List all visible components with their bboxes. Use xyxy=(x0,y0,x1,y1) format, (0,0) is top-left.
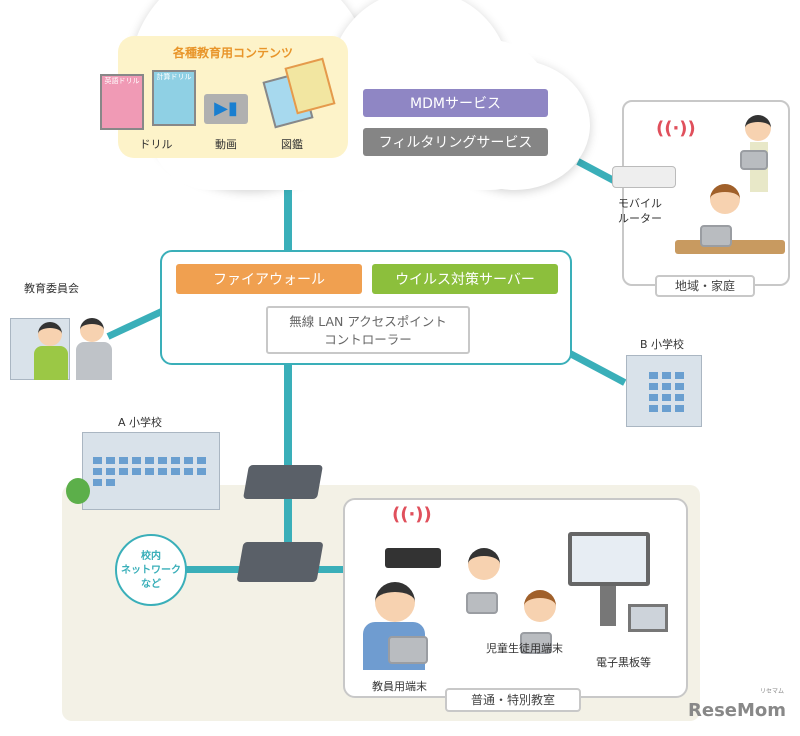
access-point-icon xyxy=(385,548,441,568)
lan-line3: など xyxy=(141,579,161,590)
staff-icon xyxy=(80,318,104,342)
antivirus-server: ウイルス対策サーバー xyxy=(372,264,558,294)
book-title: 英語ドリル xyxy=(104,77,140,85)
connector xyxy=(568,350,627,386)
resemom-logo: ReseMom xyxy=(688,700,786,722)
wifi-icon: ((·)) xyxy=(392,504,432,525)
wlc-line2: コントローラー xyxy=(324,332,412,347)
student-device-label: 児童生徒用端末 xyxy=(486,642,563,655)
network-switch-icon xyxy=(243,465,323,499)
tablet-icon xyxy=(700,225,732,247)
lan-circle: 校内 ネットワーク など xyxy=(115,534,187,606)
wifi-icon: ((·)) xyxy=(656,118,696,139)
staff-body xyxy=(76,342,112,380)
blackboard-label: 電子黒板等 xyxy=(596,656,651,669)
wlan-controller: 無線 LAN アクセスポイント コントローラー xyxy=(266,306,470,354)
wlc-line1: 無線 LAN アクセスポイント xyxy=(289,314,447,329)
drill-book-icon: 計算ドリル xyxy=(152,70,196,126)
router-line2: ルーター xyxy=(618,212,662,225)
connector xyxy=(106,307,164,340)
mobile-router-icon xyxy=(612,166,676,188)
teacher-icon xyxy=(375,582,415,622)
school-a-label: A 小学校 xyxy=(118,416,163,429)
item-drill: ドリル xyxy=(139,138,173,151)
teacher-device-label: 教員用端末 xyxy=(372,680,427,693)
lan-line2: ネットワーク xyxy=(121,565,181,576)
resemom-logo-sub: リセマム xyxy=(760,688,785,695)
student-icon xyxy=(524,590,556,622)
filtering-service: フィルタリングサービス xyxy=(363,128,548,156)
tablet-icon xyxy=(520,632,552,654)
board-of-education-label: 教育委員会 xyxy=(24,282,79,295)
book-title: 計算ドリル xyxy=(156,73,192,81)
staff-icon xyxy=(38,322,62,346)
electronic-blackboard-icon xyxy=(568,532,650,586)
mdm-service: MDMサービス xyxy=(363,89,548,117)
network-switch-icon xyxy=(236,542,324,582)
item-encyclopedia: 図鑑 xyxy=(281,138,303,151)
school-a-building-icon xyxy=(82,432,220,510)
item-video: 動画 xyxy=(215,138,237,151)
center-system: ファイアウォール ウイルス対策サーバー 無線 LAN アクセスポイント コントロ… xyxy=(160,250,572,365)
blackboard-stand xyxy=(600,586,616,626)
staff-body xyxy=(34,346,68,380)
tablet-icon xyxy=(466,592,498,614)
school-b-label: B 小学校 xyxy=(640,338,685,351)
boy-icon xyxy=(745,115,771,141)
logo-text: ReseMom xyxy=(688,700,787,721)
connector xyxy=(284,185,292,253)
contents-panel: 各種教育用コンテンツ 英語ドリル 計算ドリル ▶▮ ドリル 動画 図鑑 xyxy=(100,36,348,158)
school-b-building-icon xyxy=(626,355,702,427)
tablet-icon xyxy=(388,636,428,664)
tree-icon xyxy=(66,478,90,504)
tablet-icon xyxy=(740,150,768,170)
router-label: モバイルルーター xyxy=(618,196,662,226)
lan-line1: 校内 xyxy=(141,551,161,562)
home-label: 地域・家庭 xyxy=(655,275,755,297)
girl-icon xyxy=(710,184,740,214)
classroom-label: 普通・特別教室 xyxy=(445,688,581,712)
drill-book-icon: 英語ドリル xyxy=(100,74,144,130)
router-line1: モバイル xyxy=(618,197,662,210)
firewall: ファイアウォール xyxy=(176,264,362,294)
video-icon: ▶▮ xyxy=(204,94,248,124)
laptop-icon xyxy=(628,604,668,632)
student-icon xyxy=(468,548,500,580)
contents-title: 各種教育用コンテンツ xyxy=(172,46,293,60)
